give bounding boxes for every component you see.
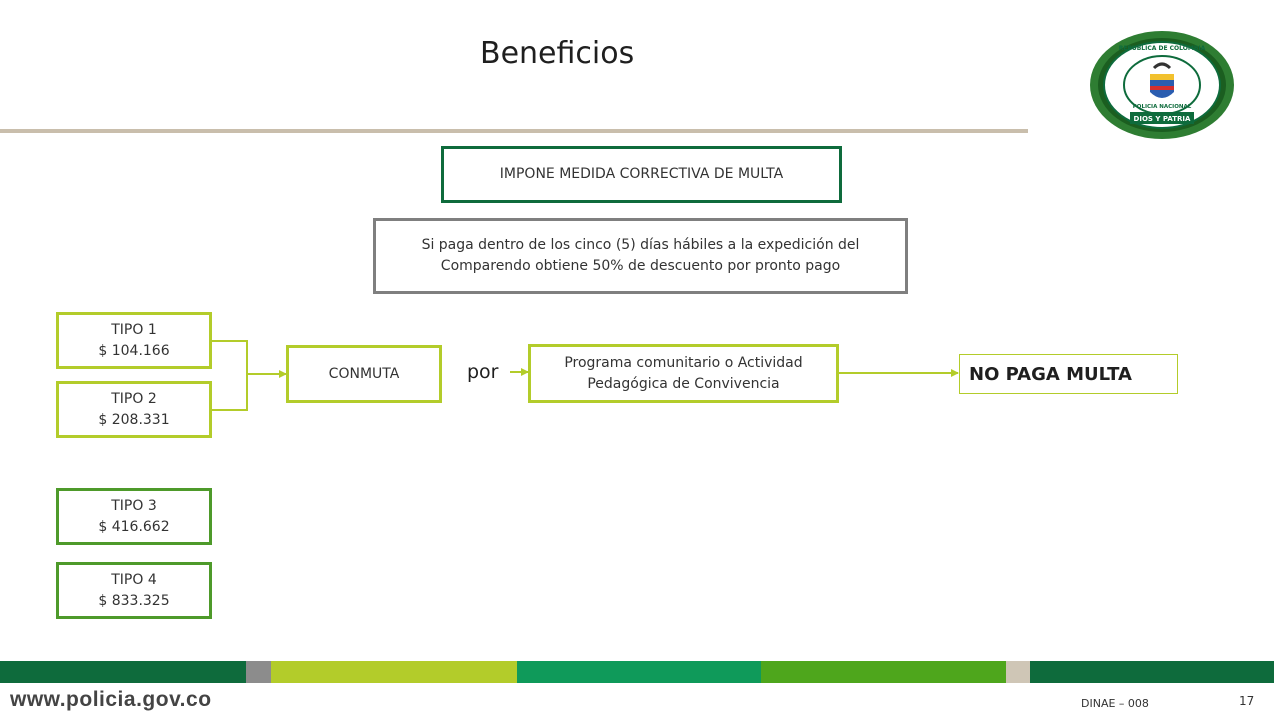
page-number: 17 <box>1239 694 1255 708</box>
seal-top-text: REPUBLICA DE COLOMBIA <box>1119 45 1206 52</box>
impone-multa-label: IMPONE MEDIDA CORRECTIVA DE MULTA <box>499 166 784 182</box>
tipo-4-value: $ 833.325 <box>98 592 170 609</box>
descuento-line-1: Si paga dentro de los cinco (5) días háb… <box>421 237 860 253</box>
no-paga-multa-label: NO PAGA MULTA <box>969 363 1132 385</box>
tipo-3-label: TIPO 3 <box>111 497 157 514</box>
conmuta-label: CONMUTA <box>328 365 400 382</box>
tipo-1-label: TIPO 1 <box>111 321 157 338</box>
tipo-3-box: TIPO 3 $ 416.662 <box>56 488 212 545</box>
title-divider <box>0 129 1028 133</box>
tipo-2-label: TIPO 2 <box>111 390 157 407</box>
seal-mid-text: POLICIA NACIONAL <box>1133 104 1192 110</box>
tipo-2-box: TIPO 2 $ 208.331 <box>56 381 212 438</box>
footer-band-segment <box>517 661 761 683</box>
tipo-4-label: TIPO 4 <box>111 571 157 588</box>
footer-band-segment <box>761 661 1006 683</box>
no-paga-multa-box: NO PAGA MULTA <box>959 354 1178 394</box>
impone-multa-box: IMPONE MEDIDA CORRECTIVA DE MULTA <box>441 146 842 203</box>
policia-nacional-seal: DIOS Y PATRIA REPUBLICA DE COLOMBIA POLI… <box>1090 31 1234 139</box>
footer-band-segment <box>0 661 246 683</box>
programa-line-1: Programa comunitario o Actividad <box>564 354 803 371</box>
conmuta-box: CONMUTA <box>286 345 442 403</box>
footer-band-segment <box>1006 661 1030 683</box>
tipo-2-value: $ 208.331 <box>98 411 170 428</box>
descuento-line-2: Comparendo obtiene 50% de descuento por … <box>440 258 841 274</box>
document-code: DINAE – 008 <box>1081 697 1149 710</box>
shield-icon <box>1150 62 1174 98</box>
tipo-1-box: TIPO 1 $ 104.166 <box>56 312 212 369</box>
tipo-3-value: $ 416.662 <box>98 518 170 535</box>
tipo-1-value: $ 104.166 <box>98 342 170 359</box>
programa-line-2: Pedagógica de Convivencia <box>587 375 780 392</box>
seal-motto: DIOS Y PATRIA <box>1134 115 1191 123</box>
tipo-4-box: TIPO 4 $ 833.325 <box>56 562 212 619</box>
por-label: por <box>467 361 499 383</box>
footer-band-segment <box>271 661 517 683</box>
footer-band-segment <box>1030 661 1274 683</box>
footer-band-segment <box>246 661 271 683</box>
tipo-merge-connector <box>211 340 287 411</box>
programa-box: Programa comunitario o Actividad Pedagóg… <box>528 344 839 403</box>
website-url: www.policia.gov.co <box>10 688 212 711</box>
descuento-box: Si paga dentro de los cinco (5) días háb… <box>373 218 908 294</box>
page-title: Beneficios <box>480 36 635 71</box>
